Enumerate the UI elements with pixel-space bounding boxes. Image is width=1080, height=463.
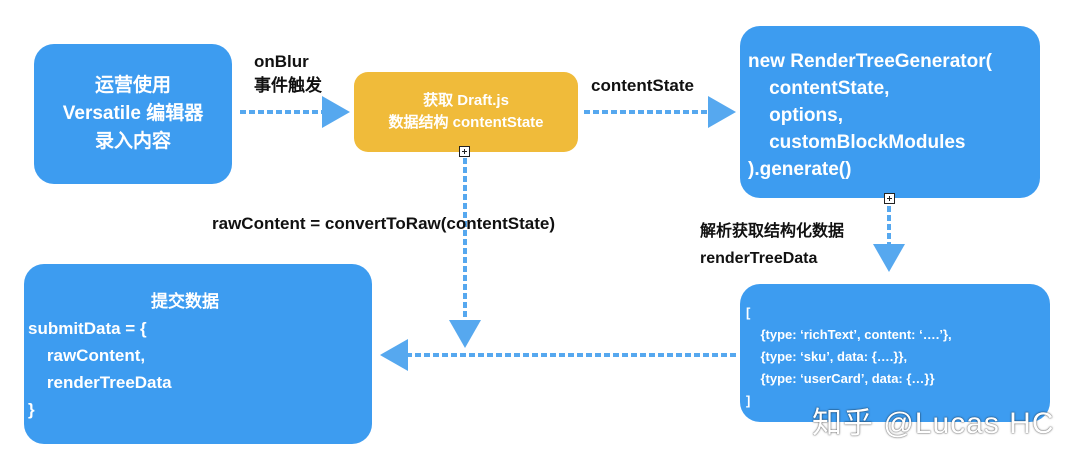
versatile-line-2: Versatile 编辑器 (62, 103, 204, 124)
raw-content-label: rawContent = convertToRaw(contentState) (212, 214, 556, 233)
onblur-line-1: onBlur (254, 52, 309, 71)
versatile-line-1: 运营使用 (94, 75, 171, 96)
render-tree-data-node: [ {type: ‘richText’, content: ‘….’}, {ty… (740, 284, 1050, 422)
submit-title: 提交数据 (151, 292, 219, 311)
expand-icon[interactable] (459, 146, 470, 157)
draft-line-1: 获取 Draft.js (423, 92, 509, 109)
parse-line-2: renderTreeData (700, 250, 818, 267)
content-state-label: contentState (591, 76, 694, 95)
versatile-editor-node: 运营使用 Versatile 编辑器 录入内容 (34, 44, 232, 184)
draft-content-state-node: 获取 Draft.js 数据结构 contentState (354, 72, 578, 152)
draft-line-2: 数据结构 contentState (388, 114, 544, 131)
onblur-line-2: 事件触发 (254, 76, 322, 95)
generator-code: new RenderTreeGenerator( contentState, o… (748, 51, 992, 180)
versatile-line-3: 录入内容 (94, 131, 171, 152)
expand-icon[interactable] (884, 193, 895, 204)
watermark: 知乎 @Lucas HC (812, 407, 1055, 440)
parse-line-1: 解析获取结构化数据 (700, 223, 845, 240)
submit-data-node: 提交数据 submitData = { rawContent, renderTr… (24, 264, 372, 444)
parse-label: 解析获取结构化数据 renderTreeData (700, 218, 844, 272)
render-tree-generator-node: new RenderTreeGenerator( contentState, o… (740, 26, 1040, 198)
submit-code: submitData = { rawContent, renderTreeDat… (28, 319, 172, 419)
render-data-code: [ {type: ‘richText’, content: ‘….’}, {ty… (746, 305, 952, 408)
onblur-label: onBlur 事件触发 (254, 50, 322, 98)
